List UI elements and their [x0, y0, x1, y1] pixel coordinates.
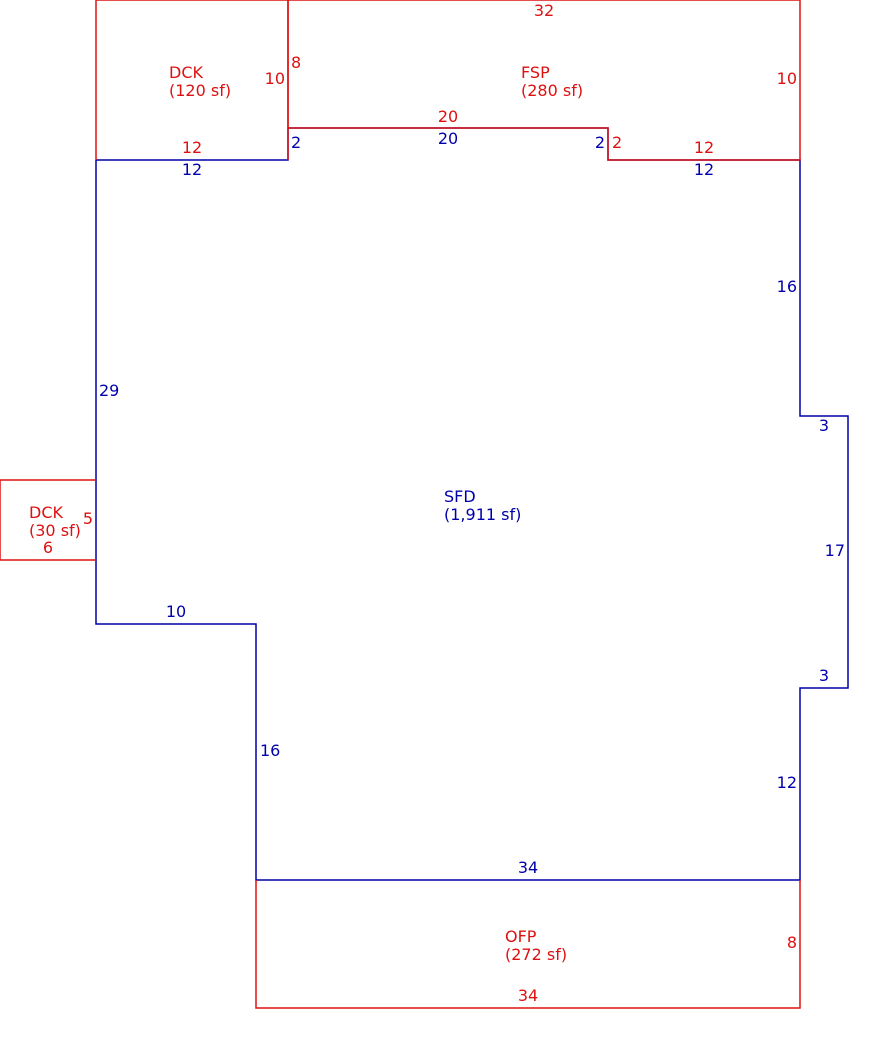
fsp-name: FSP	[521, 63, 550, 82]
fsp-dim-bottom-mid: 20	[438, 107, 458, 126]
sfd-dim-top-mid: 20	[438, 129, 458, 148]
sfd-dim-right-lower: 12	[777, 773, 797, 792]
ofp-outline	[255, 880, 801, 1009]
fsp-area: (280 sf)	[521, 81, 583, 100]
ofp-dim-bottom: 34	[518, 986, 538, 1005]
dck-left-outline	[0, 479, 96, 561]
sfd-dim-bottom: 34	[518, 858, 538, 877]
dck-left-area: (30 sf)	[29, 521, 81, 540]
ofp-dim-right: 8	[787, 933, 797, 952]
dck-top-dim-bottom: 12	[182, 138, 202, 157]
sfd-dim-bump: 17	[825, 541, 845, 560]
fsp-dim-left: 8	[291, 53, 301, 72]
ofp-area: (272 sf)	[505, 945, 567, 964]
sfd-name: SFD	[444, 487, 476, 506]
sfd-dim-left-lower: 16	[260, 741, 280, 760]
fsp-dim-step: 2	[612, 133, 622, 152]
sfd-dim-jog-bottom: 3	[819, 666, 829, 685]
sfd-dim-step-b: 2	[595, 133, 605, 152]
ofp-name: OFP	[505, 927, 537, 946]
sfd-dim-top-right: 12	[694, 160, 714, 179]
dck-top-outline	[95, 0, 289, 160]
sfd-dim-notch: 10	[166, 602, 186, 621]
sfd-area: (1,911 sf)	[444, 505, 521, 524]
sfd-dim-right-upper: 16	[777, 277, 797, 296]
dck-top-name: DCK	[169, 63, 203, 82]
sfd-dim-top-left: 12	[182, 160, 202, 179]
dck-top-area: (120 sf)	[169, 81, 231, 100]
fsp-dim-top: 32	[534, 1, 554, 20]
sfd-dim-step-a: 2	[291, 133, 301, 152]
fsp-dim-bottom-right: 12	[694, 138, 714, 157]
fsp-outline	[287, 0, 801, 161]
dck-left-dim-bottom: 6	[43, 538, 53, 557]
dck-left-dim-right: 5	[83, 509, 93, 528]
dck-left-name: DCK	[29, 503, 63, 522]
sfd-dim-left: 29	[99, 381, 119, 400]
sfd-dim-jog-top: 3	[819, 416, 829, 435]
fsp-dim-right: 10	[777, 69, 797, 88]
dck-top-dim-right: 10	[265, 69, 285, 88]
